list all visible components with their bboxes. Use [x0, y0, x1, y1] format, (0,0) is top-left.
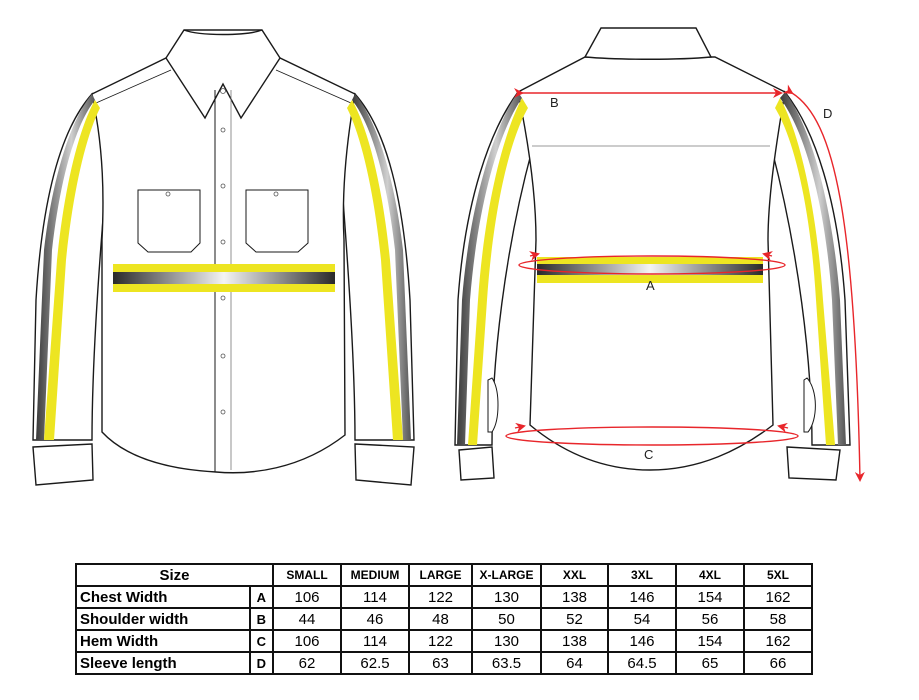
cell-value: 122 [408, 585, 473, 609]
size-column-header: X-LARGE [471, 563, 542, 587]
cell-value: 46 [340, 607, 410, 631]
size-column-header: 5XL [743, 563, 813, 587]
row-letter: B [248, 607, 275, 631]
shirt-illustration [32, 27, 865, 486]
cell-value: 63.5 [471, 651, 542, 675]
row-letter: A [248, 585, 275, 609]
size-column-header: SMALL [272, 563, 342, 587]
measure-label-b: B [550, 95, 559, 110]
back-view [454, 27, 851, 481]
table-row-sleeve-length: Sleeve length D 62 62.5 63 63.5 64 64.5 … [75, 651, 813, 675]
table-row-chest-width: Chest Width A 106 114 122 130 138 146 15… [75, 585, 813, 609]
cell-value: 146 [607, 629, 677, 653]
front-buttons [165, 88, 279, 415]
cell-value: 64 [540, 651, 609, 675]
size-column-header: MEDIUM [340, 563, 410, 587]
cell-value: 65 [675, 651, 745, 675]
measurement-annotations [505, 84, 865, 482]
row-label: Shoulder width [75, 607, 251, 631]
cell-value: 130 [471, 629, 542, 653]
row-label: Chest Width [75, 585, 251, 609]
row-letter: C [248, 629, 275, 653]
cell-value: 50 [471, 607, 542, 631]
measure-label-a: A [646, 278, 655, 293]
row-letter: D [248, 651, 275, 675]
cell-value: 48 [408, 607, 473, 631]
cell-value: 154 [675, 629, 745, 653]
table-row-shoulder-width: Shoulder width B 44 46 48 50 52 54 56 58 [75, 607, 813, 631]
cell-value: 106 [272, 585, 342, 609]
cell-value: 44 [272, 607, 342, 631]
cell-value: 62 [272, 651, 342, 675]
cell-value: 54 [607, 607, 677, 631]
measure-label-d: D [823, 106, 833, 121]
cell-value: 138 [540, 585, 609, 609]
cell-value: 130 [471, 585, 542, 609]
cell-value: 162 [743, 629, 813, 653]
table-row-hem-width: Hem Width C 106 114 122 130 138 146 154 … [75, 629, 813, 653]
row-label: Hem Width [75, 629, 251, 653]
cell-value: 63 [408, 651, 473, 675]
cell-value: 64.5 [607, 651, 677, 675]
size-chart-table: Size SMALL MEDIUM LARGE X-LARGE XXL 3XL … [75, 563, 813, 675]
cell-value: 52 [540, 607, 609, 631]
size-column-header: XXL [540, 563, 609, 587]
cell-value: 122 [408, 629, 473, 653]
size-column-header: 3XL [607, 563, 677, 587]
cell-value: 146 [607, 585, 677, 609]
cell-value: 56 [675, 607, 745, 631]
cell-value: 114 [340, 629, 410, 653]
measure-label-c: C [644, 447, 654, 462]
cell-value: 106 [272, 629, 342, 653]
size-header-label: Size [75, 563, 274, 587]
cell-value: 154 [675, 585, 745, 609]
cell-value: 162 [743, 585, 813, 609]
size-column-header: LARGE [408, 563, 473, 587]
cell-value: 138 [540, 629, 609, 653]
size-header-row: Size SMALL MEDIUM LARGE X-LARGE XXL 3XL … [75, 563, 813, 587]
cell-value: 114 [340, 585, 410, 609]
cell-value: 58 [743, 607, 813, 631]
cell-value: 66 [743, 651, 813, 675]
row-label: Sleeve length [75, 651, 251, 675]
front-reflective-tape [36, 94, 411, 440]
cell-value: 62.5 [340, 651, 410, 675]
size-column-header: 4XL [675, 563, 745, 587]
